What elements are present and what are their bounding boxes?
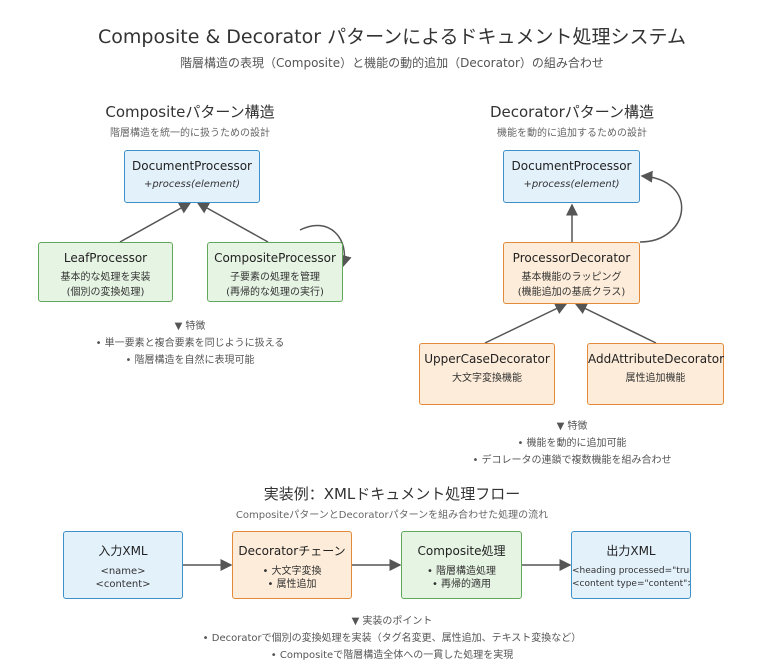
flow-section-subtitle: CompositeパターンとDecoratorパターンを組み合わせた処理の流れ bbox=[235, 510, 549, 521]
decorator-feature-1: • 機能を動的に追加可能 bbox=[517, 438, 627, 449]
leaf-processor-box: LeafProcessor 基本的な処理を実装 (個別の変換処理) bbox=[38, 242, 173, 302]
flow-points-head: ▼ 実装のポイント bbox=[351, 616, 433, 627]
addattribute-decorator-desc: 属性追加機能 bbox=[625, 373, 686, 384]
composite-processor-box: CompositeProcessor 子要素の処理を管理 (再帰的な処理の実行) bbox=[207, 242, 343, 302]
attr-to-decorator-arrow bbox=[574, 303, 657, 344]
flow-decorator-desc: • 大文字変換 • 属性追加 bbox=[233, 564, 351, 592]
leaf-desc-2: (個別の変換処理) bbox=[66, 287, 145, 298]
flow-input-line-1: <name> bbox=[100, 566, 146, 577]
decorator-section-title: Decoratorパターン構造 bbox=[489, 103, 655, 121]
composite-to-root-arrow bbox=[196, 202, 269, 243]
flow-input-box: 入力XML <name> <content> bbox=[63, 531, 183, 599]
flow-composite-desc: • 階層構造処理 • 再帰的適用 bbox=[402, 564, 521, 592]
composite-self-arrow bbox=[299, 224, 352, 268]
leaf-processor-name: LeafProcessor bbox=[63, 251, 148, 265]
uppercase-decorator-name: UpperCaseDecorator bbox=[424, 352, 550, 366]
flow-input-line-2: <content> bbox=[95, 579, 151, 590]
composite-root-method: +process(element) bbox=[143, 179, 241, 190]
uppercase-decorator-desc: 大文字変換機能 bbox=[452, 373, 522, 384]
flow-output-box: 出力XML <heading processed="true"> <conten… bbox=[571, 531, 691, 599]
flow-section-title: 実装例：XMLドキュメント処理フロー bbox=[263, 485, 521, 503]
composite-feature-2: • 階層構造を自然に表現可能 bbox=[125, 355, 255, 366]
base-desc-2: (機能追加の基底クラス) bbox=[517, 287, 626, 298]
leaf-desc-1: 基本的な処理を実装 bbox=[60, 272, 151, 283]
flow-decorator-box: Decoratorチェーン • 大文字変換 • 属性追加 bbox=[232, 531, 352, 599]
flow-output-name: 出力XML bbox=[606, 544, 656, 558]
flow-decorator-line-1: • 大文字変換 bbox=[262, 566, 322, 577]
processor-decorator-desc: 基本機能のラッピング (機能追加の基底クラス) bbox=[504, 270, 639, 300]
composite-root-name: DocumentProcessor bbox=[132, 159, 252, 173]
flow-output-line-1: <heading processed="true"> bbox=[572, 566, 690, 576]
flow-point-1: • Decoratorで個別の変換処理を実装（タグ名変更、属性追加、テキスト変換… bbox=[202, 633, 582, 644]
leaf-to-root-arrow bbox=[119, 202, 192, 243]
composite-processor-name: CompositeProcessor bbox=[214, 251, 336, 265]
flow-composite-line-1: • 階層構造処理 bbox=[426, 566, 497, 577]
processor-decorator-name: ProcessorDecorator bbox=[512, 251, 631, 265]
composite-processor-desc: 子要素の処理を管理 (再帰的な処理の実行) bbox=[208, 270, 342, 300]
flow-output-line-2: <content type="content"> bbox=[572, 579, 691, 589]
comp-desc-2: (再帰的な処理の実行) bbox=[226, 287, 324, 298]
flow-decorator-line-2: • 属性追加 bbox=[267, 579, 317, 590]
flow-points: ▼ 実装のポイント • Decoratorで個別の変換処理を実装（タグ名変更、属… bbox=[0, 613, 784, 664]
composite-features: ▼ 特徴 • 単一要素と複合要素を同じように扱える • 階層構造を自然に表現可能 bbox=[40, 318, 340, 369]
uppercase-decorator-box: UpperCaseDecorator 大文字変換機能 bbox=[419, 343, 555, 405]
composite-feature-1: • 単一要素と複合要素を同じように扱える bbox=[95, 338, 285, 349]
flow-output-desc: <heading processed="true"> <content type… bbox=[572, 564, 690, 592]
comp-desc-1: 子要素の処理を管理 bbox=[230, 272, 320, 283]
page-subtitle: 階層構造の表現（Composite）と機能の動的追加（Decorator）の組み… bbox=[180, 56, 604, 70]
processor-decorator-box: ProcessorDecorator 基本機能のラッピング (機能追加の基底クラ… bbox=[503, 242, 640, 304]
flow-input-desc: <name> <content> bbox=[64, 564, 182, 592]
upper-to-decorator-arrow bbox=[484, 303, 568, 344]
flow-composite-name: Composite処理 bbox=[417, 544, 506, 558]
flow-composite-box: Composite処理 • 階層構造処理 • 再帰的適用 bbox=[401, 531, 522, 599]
decorator-wrap-arrow bbox=[639, 170, 683, 243]
composite-section-subtitle: 階層構造を統一的に扱うための設計 bbox=[110, 128, 270, 139]
decorator-root-name: DocumentProcessor bbox=[511, 159, 632, 173]
flow-input-name: 入力XML bbox=[98, 544, 148, 558]
base-desc-1: 基本機能のラッピング bbox=[521, 272, 622, 283]
composite-root-box: DocumentProcessor +process(element) bbox=[124, 150, 260, 203]
composite-features-head: ▼ 特徴 bbox=[174, 321, 206, 332]
composite-section-title: Compositeパターン構造 bbox=[105, 103, 275, 121]
decorator-features-head: ▼ 特徴 bbox=[556, 421, 588, 432]
leaf-processor-desc: 基本的な処理を実装 (個別の変換処理) bbox=[39, 270, 172, 300]
addattribute-decorator-box: AddAttributeDecorator 属性追加機能 bbox=[587, 343, 724, 405]
decorator-section-subtitle: 機能を動的に追加するための設計 bbox=[497, 128, 647, 139]
decorator-features: ▼ 特徴 • 機能を動的に追加可能 • デコレータの連鎖で複数機能を組み合わせ bbox=[422, 418, 722, 469]
decorator-root-box: DocumentProcessor +process(element) bbox=[503, 150, 640, 203]
decorator-feature-2: • デコレータの連鎖で複数機能を組み合わせ bbox=[472, 455, 672, 466]
decorator-root-method: +process(element) bbox=[523, 179, 620, 190]
addattribute-decorator-name: AddAttributeDecorator bbox=[588, 352, 725, 366]
page-title: Composite & Decorator パターンによるドキュメント処理システ… bbox=[98, 26, 686, 48]
flow-point-2: • Compositeで階層構造全体への一貫した処理を実現 bbox=[270, 650, 514, 661]
flow-decorator-name: Decoratorチェーン bbox=[238, 544, 346, 558]
flow-composite-line-2: • 再帰的適用 bbox=[431, 579, 492, 590]
